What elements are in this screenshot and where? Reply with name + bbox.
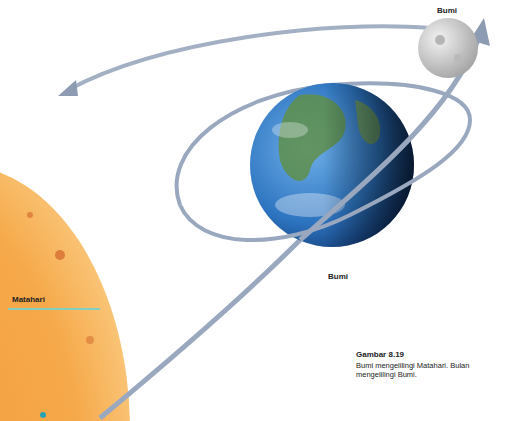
earth-label: Bumi — [328, 272, 348, 281]
figure-number: Gambar 8.19 — [356, 350, 404, 359]
moon-label: Bumi — [437, 6, 457, 15]
figure-caption: Bumi mengelilingi Matahari. Bulan mengel… — [356, 361, 506, 379]
sun-label: Matahari — [12, 295, 45, 304]
